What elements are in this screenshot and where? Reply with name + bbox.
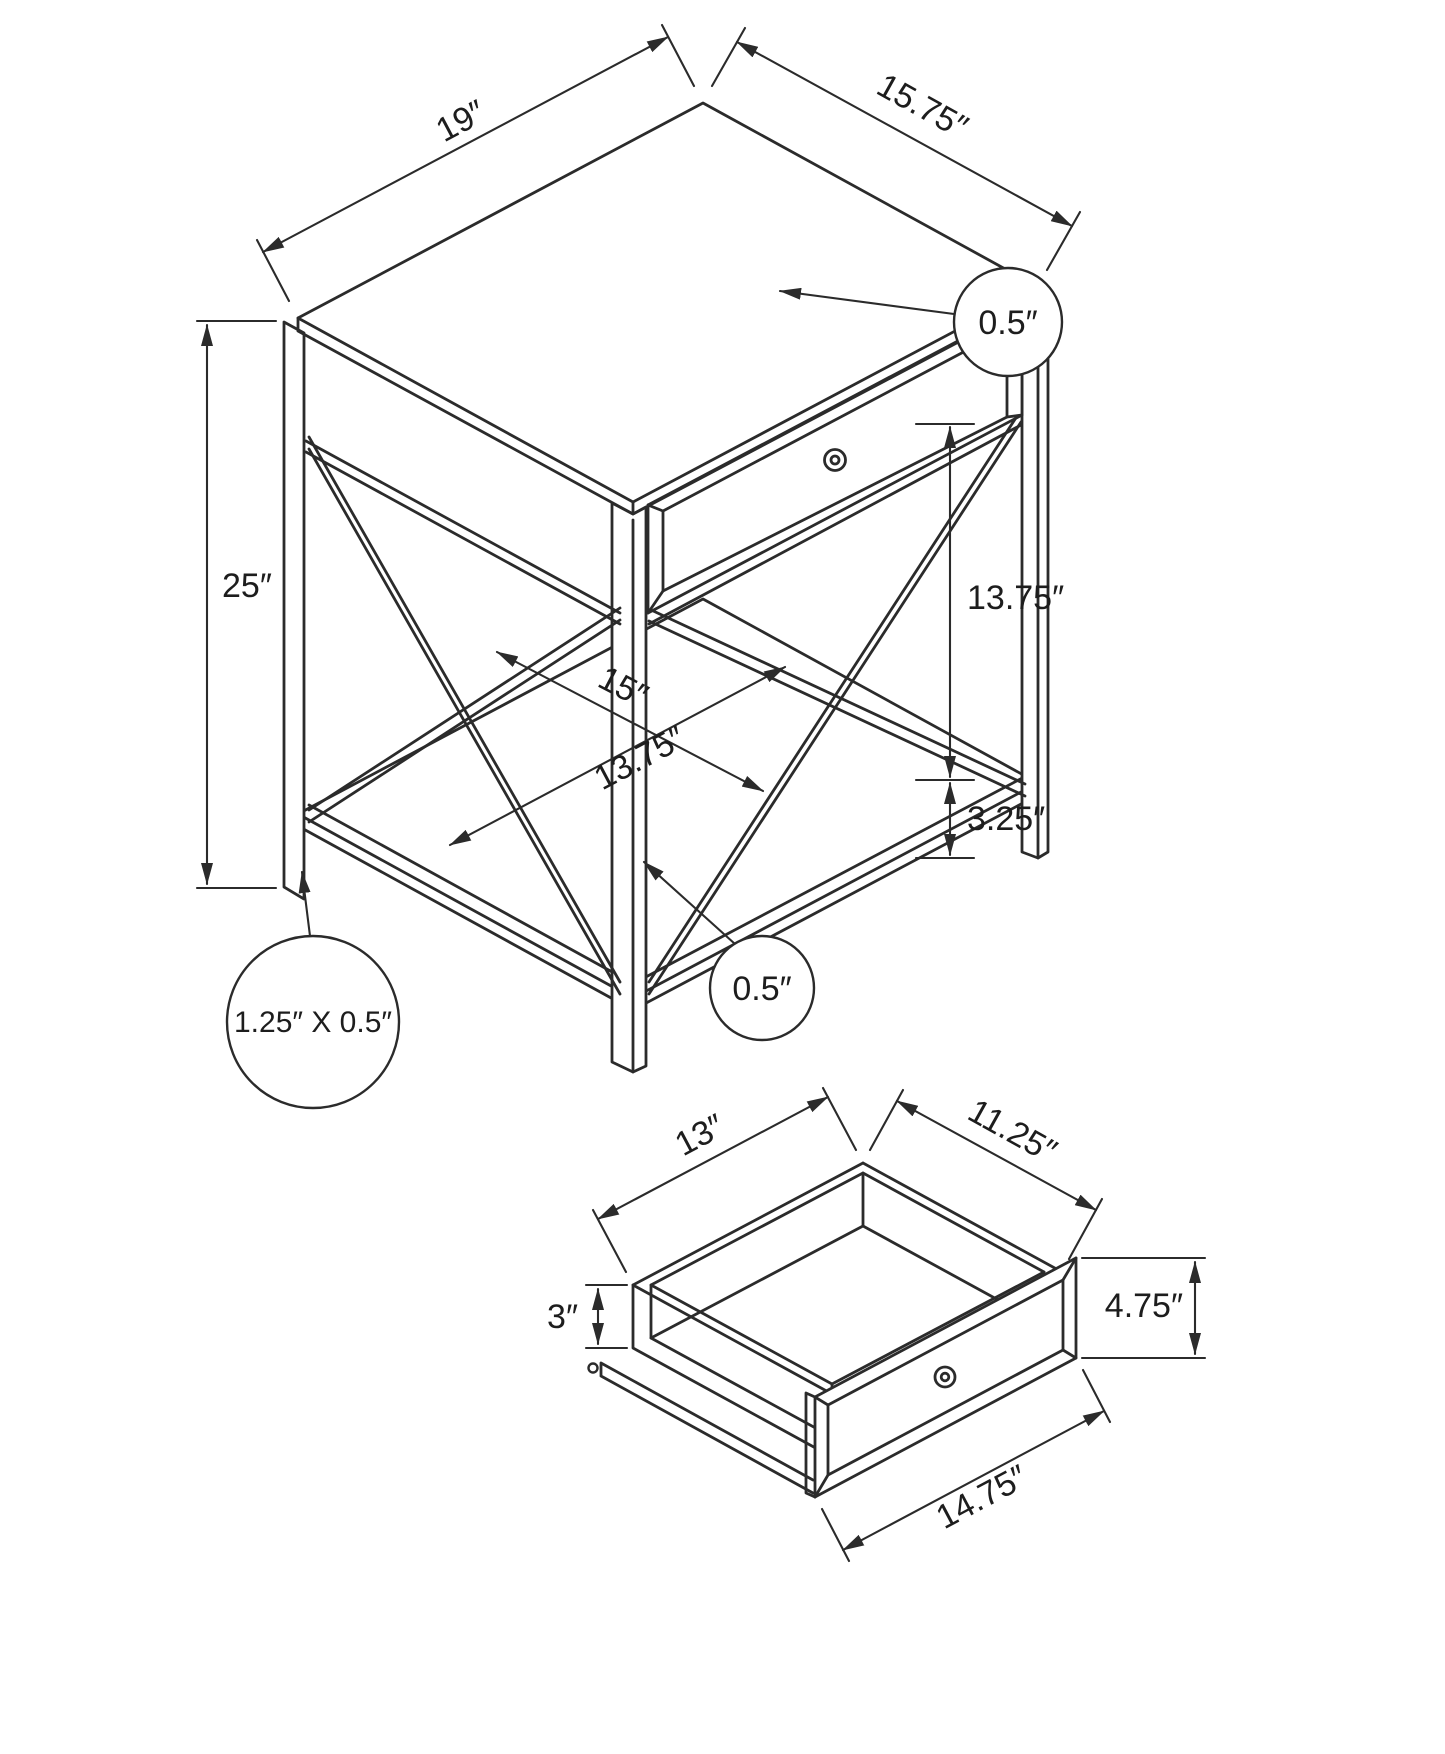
left-leg [282, 320, 306, 901]
dim-box-width-label: 13″ [669, 1107, 731, 1164]
detail-front-edge-thickness [804, 1391, 817, 1499]
box-inner-corners [649, 1171, 1046, 1439]
dim-top-thickness: 0.5″ [778, 266, 1064, 378]
dim-height-label: 25″ [222, 567, 272, 605]
dim-apron-to-shelf: 13.75″ [914, 422, 1064, 782]
dim-leg-section-leader [298, 870, 312, 938]
dim-leg-section-circle [225, 934, 401, 1110]
shelf-inner-rim [307, 773, 1030, 986]
drawer-slide-rail [587, 1361, 815, 1495]
right-x-strap-a [647, 607, 1027, 798]
dim-top-depth-arrow [735, 40, 1074, 228]
right-leg [1020, 292, 1050, 860]
dim-shelf-clearance-label: 3.25″ [967, 800, 1045, 838]
box-left-side-face [631, 1283, 834, 1459]
slide-rail-bar [599, 1361, 815, 1495]
dim-top-width-label: 19″ [430, 93, 492, 150]
dim-front-height-extensions [1080, 1256, 1207, 1360]
left-x-strap-a [307, 435, 622, 996]
dim-box-depth-label: 11.25″ [962, 1092, 1063, 1171]
detail-drawer-knob [933, 1365, 957, 1389]
detail-front-miters [813, 1256, 1078, 1499]
dim-apron-to-shelf-label: 13.75″ [967, 579, 1064, 617]
dim-top-depth-extensions [710, 26, 1082, 272]
dim-top-thickness-circle [952, 266, 1064, 378]
dim-shelf-thickness-label: 0.5″ [732, 970, 791, 1008]
dim-front-width-arrow [841, 1409, 1106, 1552]
dim-box-width-arrow [596, 1095, 830, 1221]
dim-side-height: 3″ [547, 1283, 629, 1350]
dim-shelf-thickness-circle [708, 934, 816, 1042]
dim-front-height: 4.75″ [1080, 1256, 1207, 1360]
drawer-knob-center [829, 454, 841, 466]
detail-drawer-knob-center [939, 1371, 951, 1383]
tabletop-thickness [296, 285, 1040, 516]
shelf-rim-bottom [296, 781, 1040, 1012]
left-apron-rail [304, 439, 622, 626]
dim-leg-section: 1.25″ X 0.5″ [225, 870, 401, 1110]
dim-shelf-clearance: 3.25″ [914, 781, 1045, 860]
right-apron-rail [647, 423, 1023, 626]
dim-box-width-extensions [591, 1086, 858, 1274]
dim-side-height-extensions [584, 1283, 629, 1350]
dim-side-height-label: 3″ [547, 1298, 578, 1336]
dim-box-depth-arrow [895, 1099, 1098, 1212]
dim-box-width: 13″ [591, 1086, 858, 1274]
legs [282, 292, 1050, 1074]
dim-front-width-extensions [820, 1368, 1112, 1563]
dim-apron-to-shelf-extensions [914, 422, 976, 782]
dim-top-thickness-leader [778, 287, 956, 316]
drawer-detail-drawing: 13″ 11.25″ 3″ 4.75″ 14.75″ [547, 1086, 1207, 1563]
dim-top-thickness-label: 0.5″ [978, 304, 1037, 342]
dim-box-depth: 11.25″ [868, 1088, 1104, 1261]
dim-front-width-label: 14.75″ [930, 1458, 1034, 1537]
right-x-strap-b [647, 408, 1023, 996]
dim-top-depth-label: 15.75″ [871, 66, 974, 146]
left-x-strap-b [307, 606, 622, 824]
dim-top-width-arrow [261, 35, 670, 254]
dim-shelf-thickness: 0.5″ [642, 860, 816, 1042]
table-drawing: 19″ 15.75″ 0.5″ 25″ 13.75″ 3.25″ [195, 23, 1082, 1110]
dim-front-height-label: 4.75″ [1105, 1287, 1183, 1325]
dim-shelf-width-arrow [448, 665, 787, 847]
dim-height: 25″ [195, 319, 278, 890]
dim-shelf-thickness-leader [642, 860, 737, 946]
slide-rail-pin [587, 1362, 599, 1374]
dim-leg-section-label: 1.25″ X 0.5″ [234, 1006, 392, 1039]
drawer-knob [823, 448, 847, 472]
dim-height-extensions [195, 319, 278, 890]
lower-shelf [296, 597, 1040, 1012]
